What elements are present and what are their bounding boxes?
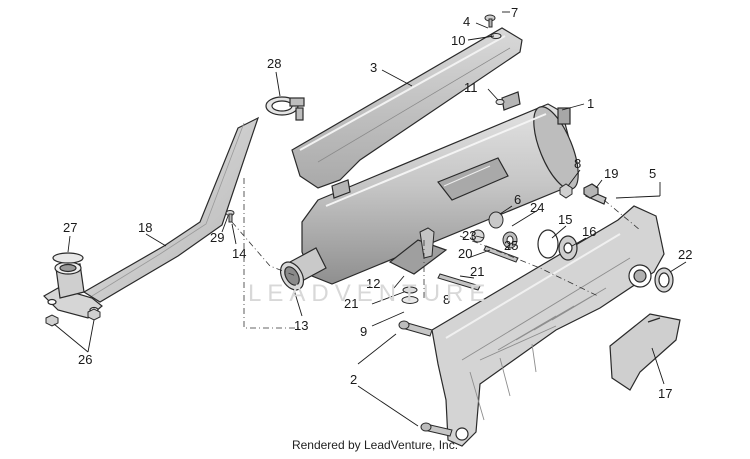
bracket-plate	[609, 313, 681, 391]
callout-18: 18	[138, 220, 152, 235]
callout-20: 20	[458, 246, 472, 261]
callout-8-lower: 8	[443, 292, 450, 307]
callout-28: 28	[267, 56, 281, 71]
callout-5: 5	[649, 166, 656, 181]
callout-16: 16	[582, 224, 596, 239]
callout-23: 23	[462, 228, 476, 243]
callout-25: 25	[504, 238, 518, 253]
callout-21-right: 21	[470, 264, 484, 279]
pipe-clamp	[265, 96, 305, 121]
callout-4: 4	[463, 14, 470, 29]
shield-screw	[484, 14, 505, 105]
exhaust-pipe	[82, 116, 260, 303]
callout-29: 29	[210, 230, 224, 245]
callout-7: 7	[511, 5, 518, 20]
callout-6: 6	[514, 192, 521, 207]
callout-21-left: 21	[344, 296, 358, 311]
callout-19: 19	[604, 166, 618, 181]
callout-12: 12	[366, 276, 380, 291]
muffler	[301, 91, 579, 285]
callout-13: 13	[294, 318, 308, 333]
callout-labels: 1 2 3 4 5 6 7 8 8 9 10 11 12 13 14 15 16…	[63, 5, 692, 401]
bolts-20-21	[419, 227, 519, 291]
callout-11: 11	[464, 80, 478, 95]
clamp-washer	[225, 210, 235, 223]
render-credit: Rendered by LeadVenture, Inc.	[291, 438, 459, 452]
callout-26: 26	[78, 352, 92, 367]
bolts-2	[398, 320, 453, 437]
callout-8-upper: 8	[574, 156, 581, 171]
callout-27: 27	[63, 220, 77, 235]
watermark-text: LEADVENTURE	[248, 280, 492, 307]
gasket	[52, 252, 84, 264]
callout-15: 15	[558, 212, 572, 227]
callout-24: 24	[530, 200, 544, 215]
callout-14: 14	[232, 246, 246, 261]
muffler-inlet	[279, 247, 327, 291]
washer-nut-8	[559, 183, 573, 199]
assembly-centerlines	[231, 178, 641, 329]
bolt-19	[583, 183, 607, 205]
flange-nuts	[45, 308, 101, 327]
exhaust-flange	[43, 261, 103, 319]
leader-lines	[53, 11, 687, 427]
callout-2: 2	[350, 372, 357, 387]
callout-10: 10	[451, 33, 465, 48]
callout-1: 1	[587, 96, 594, 111]
mounting-arm	[431, 205, 665, 447]
callout-17: 17	[658, 386, 672, 401]
o-ring-bearing	[537, 229, 578, 261]
callout-9: 9	[360, 324, 367, 339]
washers-8-9	[401, 286, 419, 304]
oil-seal	[654, 267, 674, 293]
callout-22: 22	[678, 247, 692, 262]
callout-3: 3	[370, 60, 377, 75]
heat-shield	[291, 27, 523, 189]
